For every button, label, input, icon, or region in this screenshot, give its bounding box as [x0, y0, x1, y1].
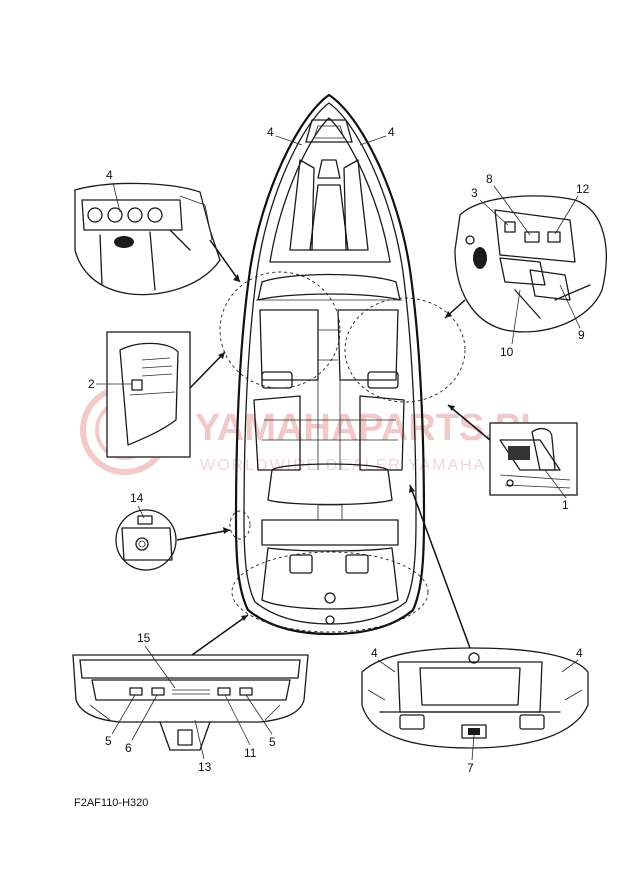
callout-4-bow-left: 4 — [267, 125, 274, 139]
callout-5-right: 5 — [269, 735, 276, 749]
hull-top-view — [234, 93, 426, 636]
callout-4-stern-left: 4 — [371, 646, 378, 660]
callout-2: 2 — [88, 377, 95, 391]
callout-13: 13 — [198, 760, 212, 774]
callout-4-dash: 4 — [106, 168, 113, 182]
detail-transom-rear — [72, 654, 309, 751]
callout-4-stern-right: 4 — [576, 646, 583, 660]
detail-side-label-right — [489, 422, 578, 496]
callout-8: 8 — [486, 172, 493, 186]
callout-10: 10 — [500, 345, 514, 359]
watermark-subtitle: WORLDWIDE DEALER YAMAHA — [200, 457, 486, 474]
zone-ellipse-side — [229, 510, 251, 540]
zone-ellipse-stern — [231, 551, 429, 633]
detail-side-label-left — [106, 331, 191, 458]
callout-12: 12 — [576, 182, 590, 196]
callout-11: 11 — [244, 746, 257, 760]
callout-3: 3 — [471, 186, 478, 200]
callout-15: 15 — [137, 631, 151, 645]
zone-ellipse-left — [219, 271, 341, 389]
detail-panel-right — [454, 195, 607, 333]
detail-round-label — [115, 509, 177, 571]
watermark-title: YAMAHAPARTS.PL — [195, 407, 543, 449]
detail-stern-right — [361, 647, 589, 749]
callout-7: 7 — [467, 761, 474, 775]
watermark: YAMAHAPARTS.PL WORLDWIDE DEALER YAMAHA — [80, 385, 543, 475]
callout-5-left: 5 — [105, 734, 112, 748]
callout-6: 6 — [125, 741, 132, 755]
callout-4-bow-right: 4 — [388, 125, 395, 139]
callout-14: 14 — [130, 491, 144, 505]
diagram-code: F2AF110-H320 — [74, 797, 148, 809]
detail-dash-left — [74, 182, 221, 296]
callout-1: 1 — [562, 498, 569, 512]
zone-ellipse-right — [344, 297, 466, 403]
callout-9: 9 — [578, 328, 585, 342]
